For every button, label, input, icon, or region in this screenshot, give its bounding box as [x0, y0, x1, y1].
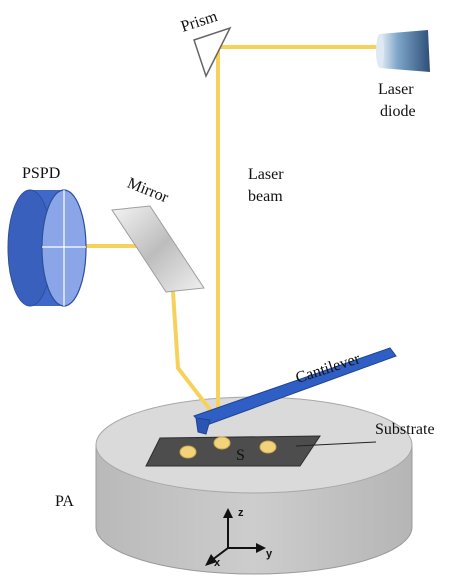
xyz-axes-icon: [205, 508, 266, 566]
prism-label: Prism: [179, 8, 220, 36]
sample-label: S: [236, 447, 245, 464]
substrate-plate: [145, 435, 321, 467]
cantilever: [193, 347, 397, 435]
laser-diode-label-line2: diode: [380, 103, 416, 120]
laser-beam-label-line2: beam: [248, 188, 283, 205]
axis-x-label: x: [214, 557, 221, 569]
sample-dots: [179, 436, 277, 459]
axis-y-label: y: [266, 548, 273, 560]
photodetector-disc-icon: [7, 189, 87, 307]
cylinder-laser-icon: [376, 30, 430, 72]
mirror-plate-icon: [111, 205, 205, 293]
cantilever-label: Cantilever: [294, 350, 363, 387]
pspd-label: PSPD: [22, 165, 60, 182]
laser-diode-label: Laser: [378, 81, 414, 98]
laser-beam-label: Laser: [248, 166, 284, 183]
axis-z-label: z: [238, 507, 244, 519]
mirror-label: Mirror: [125, 175, 172, 207]
prism-icon: [193, 26, 232, 78]
substrate-leader-line: [295, 441, 377, 447]
substrate-label: Substrate: [375, 421, 435, 438]
pa-label: PA: [55, 493, 74, 510]
